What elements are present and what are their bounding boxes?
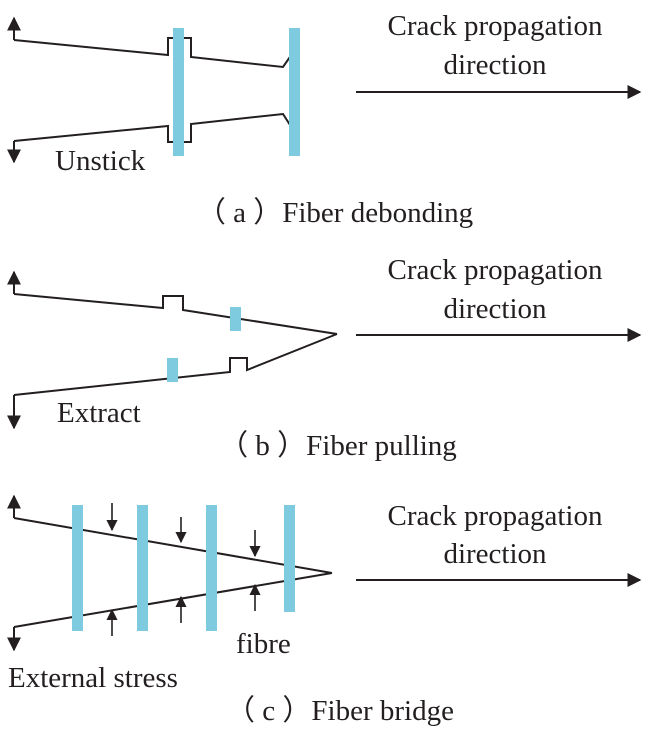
- crack-lower-face: [13, 333, 338, 396]
- fibre-label: fibre: [236, 628, 291, 660]
- direction-label-line2: direction: [443, 538, 547, 570]
- panel-b: Crack propagation direction Extract （ b …: [6, 254, 642, 462]
- fiber: [173, 28, 184, 156]
- crack-upper-face: [13, 37, 293, 69]
- direction-label-line1: Crack propagation: [387, 254, 603, 286]
- fiber: [230, 307, 241, 331]
- crack-lower-face: [13, 572, 333, 628]
- crack-upper-face: [13, 293, 338, 335]
- direction-label-line2: direction: [443, 49, 547, 81]
- external-stress-label: External stress: [8, 662, 178, 694]
- fiber: [72, 505, 83, 631]
- panel-c: Crack propagation direction fibre Extern…: [6, 494, 642, 727]
- caption-b: （ b ）Fiber pulling: [219, 430, 457, 462]
- crack-upper-face: [13, 517, 333, 574]
- crack-lower-face: [13, 112, 293, 143]
- fiber: [206, 505, 217, 631]
- extract-label: Extract: [57, 397, 141, 429]
- direction-label-line1: Crack propagation: [387, 500, 603, 532]
- caption-a: （ a ）Fiber debonding: [197, 197, 473, 229]
- direction-label-line2: direction: [443, 293, 547, 325]
- panel-a: Crack propagation direction Unstick （ a …: [6, 10, 642, 229]
- fiber: [167, 358, 178, 382]
- fiber: [137, 505, 148, 631]
- fiber: [284, 505, 295, 612]
- direction-label-line1: Crack propagation: [387, 10, 603, 42]
- fiber: [289, 28, 300, 156]
- caption-c: （ c ）Fiber bridge: [226, 695, 454, 727]
- unstick-label: Unstick: [55, 145, 146, 177]
